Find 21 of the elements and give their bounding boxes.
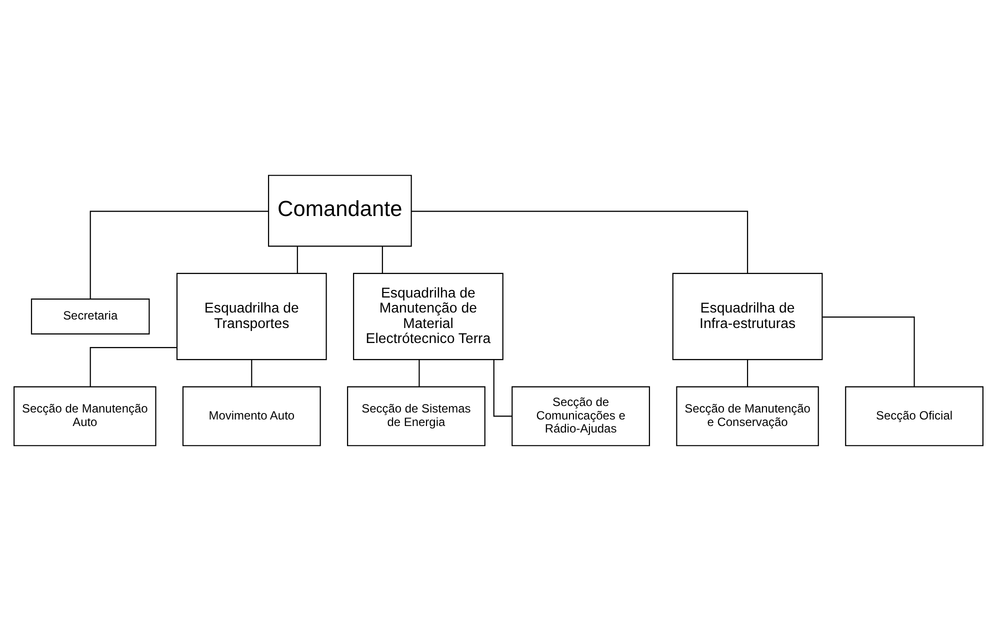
connector <box>746 359 748 386</box>
connector <box>296 246 298 273</box>
node-box: Secção de Sistemas de Energia <box>347 386 486 446</box>
node-box: Secção de Manutenção Auto <box>14 386 156 446</box>
connector <box>418 359 420 386</box>
node-box: Esquadrilha de Infra-estruturas <box>672 272 823 360</box>
connector <box>382 246 383 273</box>
node-box: Secção de Manutenção e Conservação <box>676 386 819 446</box>
node-box: Movimento Auto <box>182 386 321 446</box>
connector <box>251 359 252 386</box>
node-box: Secretaria <box>30 298 150 334</box>
connector <box>822 316 915 386</box>
connector <box>90 346 177 386</box>
connector <box>90 210 268 298</box>
connector <box>493 359 512 416</box>
node-box: Esquadrilha de Transportes <box>176 272 327 360</box>
node-box: Esquadrilha de Manutenção de Material Electrótecnico Terra <box>353 272 504 360</box>
node-box: Secção Oficial <box>845 386 984 446</box>
node-box: Comandante <box>268 174 412 246</box>
connector <box>411 210 748 273</box>
node-box: Secção de Comunicações e Rádio-Ajudas <box>512 386 650 446</box>
